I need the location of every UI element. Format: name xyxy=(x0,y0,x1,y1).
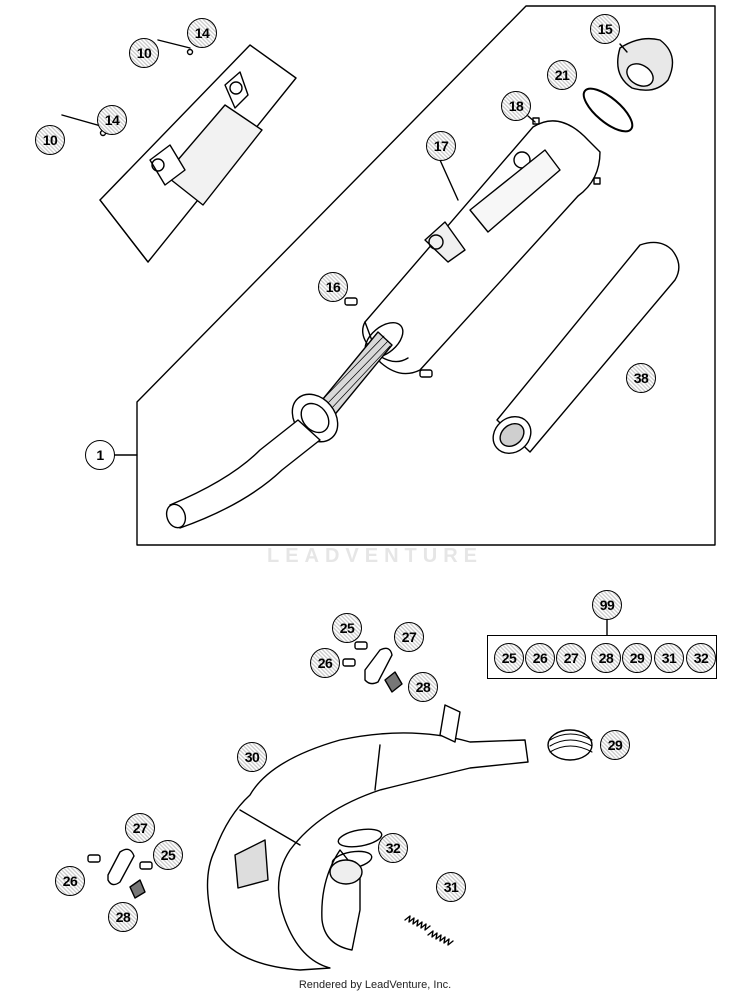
rubber-sleeve xyxy=(547,729,593,761)
silencer-packing xyxy=(492,241,680,454)
end-cap xyxy=(617,37,674,91)
callout-18: 18 xyxy=(501,91,531,121)
callout-15: 15 xyxy=(590,14,620,44)
spring-holder-set-top xyxy=(342,641,403,693)
springs xyxy=(404,915,454,946)
kit-contents-box xyxy=(487,635,717,679)
o-ring-manifold xyxy=(329,828,383,885)
leadventure-watermark: LEADVENTURE xyxy=(266,545,483,567)
head-pipe xyxy=(165,393,339,529)
silencer-group-frame xyxy=(136,5,716,546)
render-credit: Rendered by LeadVenture, Inc. xyxy=(298,979,452,991)
callout-17: 17 xyxy=(426,131,456,161)
callout-21: 21 xyxy=(547,60,577,90)
callout-32: 32 xyxy=(378,833,408,863)
callout-1: 1 xyxy=(85,440,115,470)
callout-10: 10 xyxy=(129,38,159,68)
callout-99: 99 xyxy=(592,590,622,620)
callout-28: 28 xyxy=(108,902,138,932)
callout-14: 14 xyxy=(97,105,127,135)
kit-item-26: 26 xyxy=(525,643,555,673)
callout-26: 26 xyxy=(55,866,85,896)
callout-10: 10 xyxy=(35,125,65,155)
callout-28: 28 xyxy=(408,672,438,702)
kit-item-32: 32 xyxy=(686,643,716,673)
callout-27: 27 xyxy=(394,622,424,652)
spring-holder-set-bottom xyxy=(87,848,153,899)
callout-27: 27 xyxy=(125,813,155,843)
callout-30: 30 xyxy=(237,742,267,772)
kit-item-28: 28 xyxy=(591,643,621,673)
callout-16: 16 xyxy=(318,272,348,302)
silencer-body xyxy=(362,120,601,375)
callout-26: 26 xyxy=(310,648,340,678)
kit-item-29: 29 xyxy=(622,643,652,673)
o-ring xyxy=(582,87,634,133)
callout-31: 31 xyxy=(436,872,466,902)
kit-item-27: 27 xyxy=(556,643,586,673)
callout-14: 14 xyxy=(187,18,217,48)
kit-item-25: 25 xyxy=(494,643,524,673)
bracket-detail-inset xyxy=(61,39,297,263)
callout-29: 29 xyxy=(600,730,630,760)
callout-38: 38 xyxy=(626,363,656,393)
callout-25: 25 xyxy=(153,840,183,870)
kit-item-31: 31 xyxy=(654,643,684,673)
callout-25: 25 xyxy=(332,613,362,643)
